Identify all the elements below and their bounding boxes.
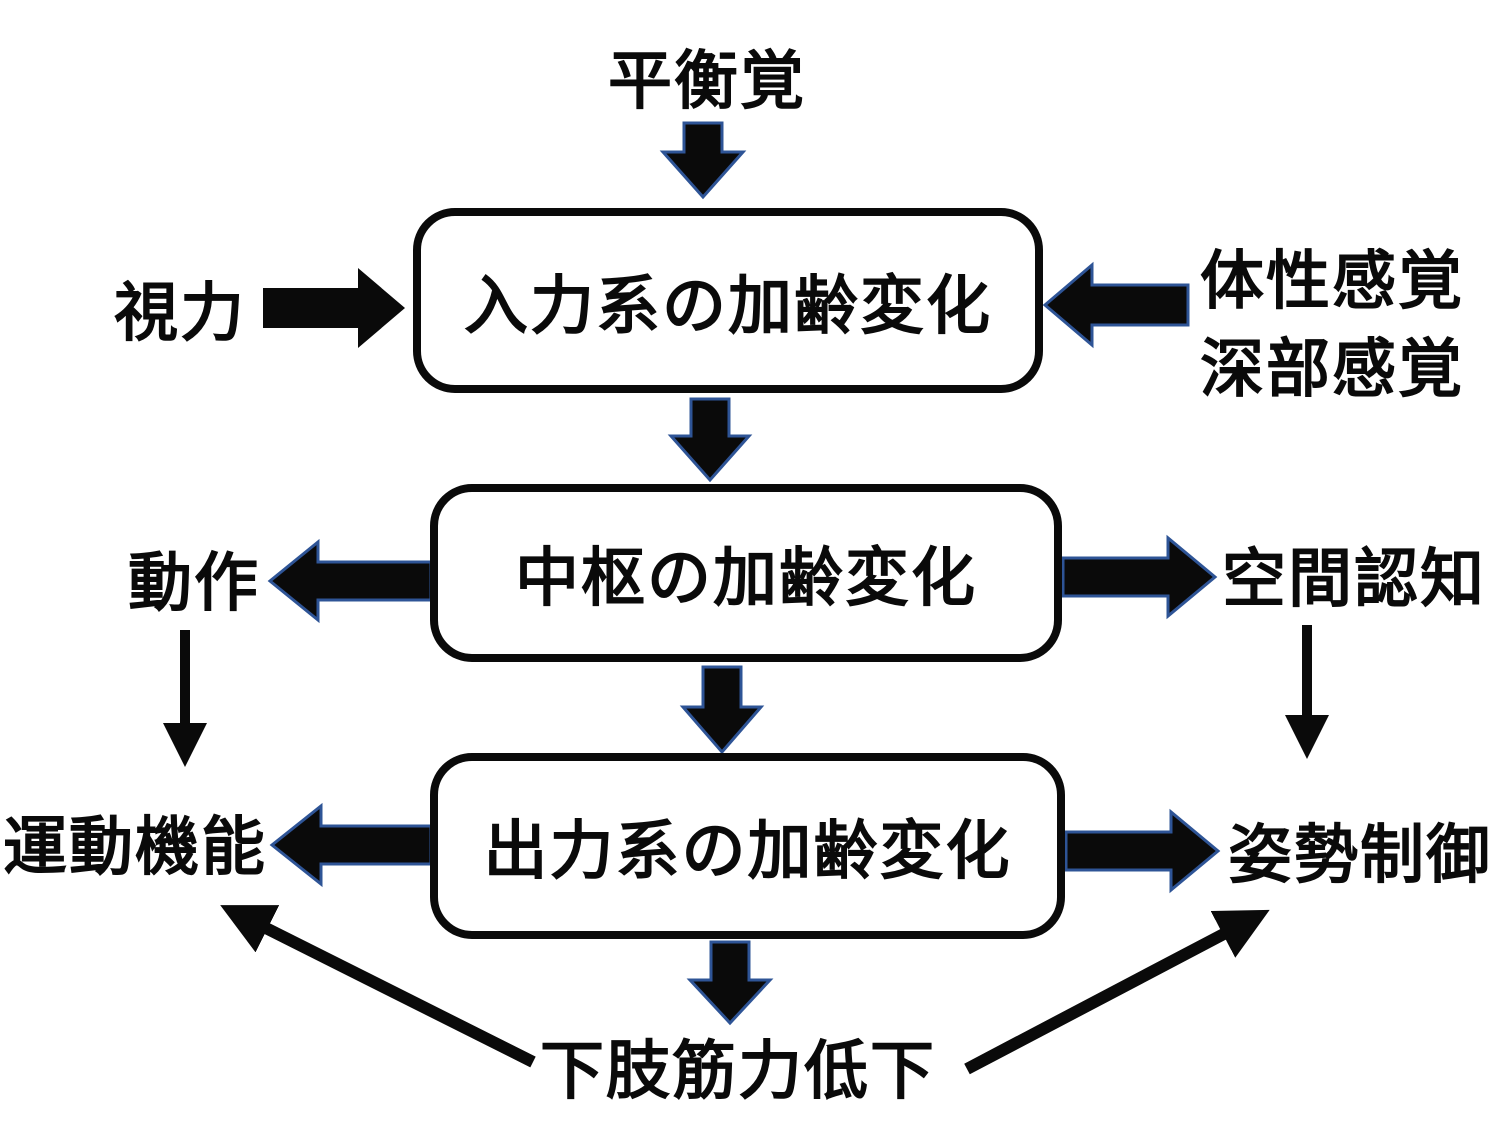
node-movement-label: 動作 bbox=[128, 547, 260, 621]
arrow-output-to-posture-icon bbox=[1064, 808, 1221, 894]
node-output-box: 出力系の加齢変化 bbox=[430, 753, 1065, 939]
node-somatic-line2: 深部感覚 bbox=[1200, 333, 1464, 407]
arrow-somatic-to-input-icon bbox=[1042, 261, 1190, 349]
node-vision-label: 視力 bbox=[114, 277, 246, 351]
arrow-legstrength-to-posture-icon bbox=[964, 909, 1270, 1075]
arrow-input-to-central-icon bbox=[667, 397, 753, 483]
arrow-legstrength-to-motor-icon bbox=[220, 905, 536, 1068]
node-somatic-line1: 体性感覚 bbox=[1200, 245, 1464, 319]
node-central-box-label: 中枢の加齢変化 bbox=[515, 542, 977, 616]
arrow-output-to-motor-icon bbox=[269, 802, 433, 888]
node-spatial-label: 空間認知 bbox=[1222, 543, 1486, 617]
arrow-balance-to-input-icon bbox=[659, 121, 747, 200]
node-motor-function-label: 運動機能 bbox=[3, 811, 267, 885]
node-balance-sense-label: 平衡覚 bbox=[608, 45, 806, 119]
arrow-vision-to-input-icon bbox=[263, 268, 405, 348]
node-central-box: 中枢の加齢変化 bbox=[430, 484, 1062, 662]
node-posture-label: 姿勢制御 bbox=[1228, 819, 1492, 893]
node-leg-strength-label: 下肢筋力低下 bbox=[540, 1035, 936, 1109]
node-input-box-label: 入力系の加齢変化 bbox=[464, 269, 992, 344]
node-input-box: 入力系の加齢変化 bbox=[413, 208, 1043, 393]
arrow-output-to-legstrength-icon bbox=[686, 940, 774, 1026]
arrow-central-to-output-icon bbox=[679, 665, 765, 755]
arrow-central-to-movement-icon bbox=[267, 538, 433, 624]
node-output-box-label: 出力系の加齢変化 bbox=[483, 815, 1012, 889]
node-somatic-label: 体性感覚 深部感覚 bbox=[1196, 238, 1468, 414]
arrow-central-to-spatial-icon bbox=[1061, 534, 1218, 620]
